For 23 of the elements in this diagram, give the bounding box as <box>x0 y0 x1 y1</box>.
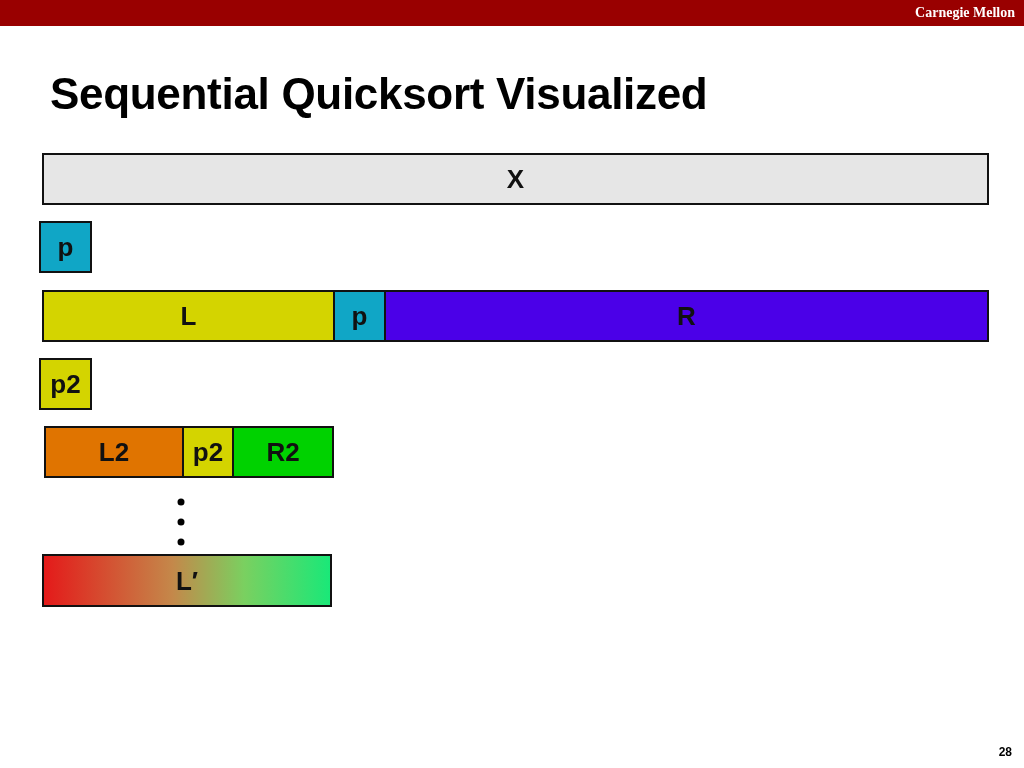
segment-label: L′ <box>175 565 199 596</box>
segment-label: p <box>57 232 74 262</box>
partition-segment <box>232 426 334 478</box>
segment-label: X <box>506 164 525 194</box>
partition-segment <box>42 290 335 342</box>
sorted-segment <box>42 554 332 607</box>
page-number: 28 <box>998 744 1012 760</box>
slide-title: Sequential Quicksort Visualized <box>50 68 708 120</box>
partition-segment <box>44 426 184 478</box>
segment-label: p2 <box>50 369 81 399</box>
segment-label: L <box>180 301 197 331</box>
segment-label: L2 <box>98 437 130 467</box>
pivot-box <box>39 221 92 273</box>
pivot-segment <box>182 426 234 478</box>
array-bar <box>42 153 989 205</box>
segment-label: R <box>677 301 696 331</box>
header-text: Carnegie Mellon <box>915 4 1015 22</box>
segment-label: R2 <box>266 437 300 467</box>
pivot-segment <box>333 290 386 342</box>
segment-label: p2 <box>192 437 224 467</box>
segment-label: p <box>351 301 368 331</box>
pivot-box <box>39 358 92 410</box>
partition-segment <box>384 290 989 342</box>
